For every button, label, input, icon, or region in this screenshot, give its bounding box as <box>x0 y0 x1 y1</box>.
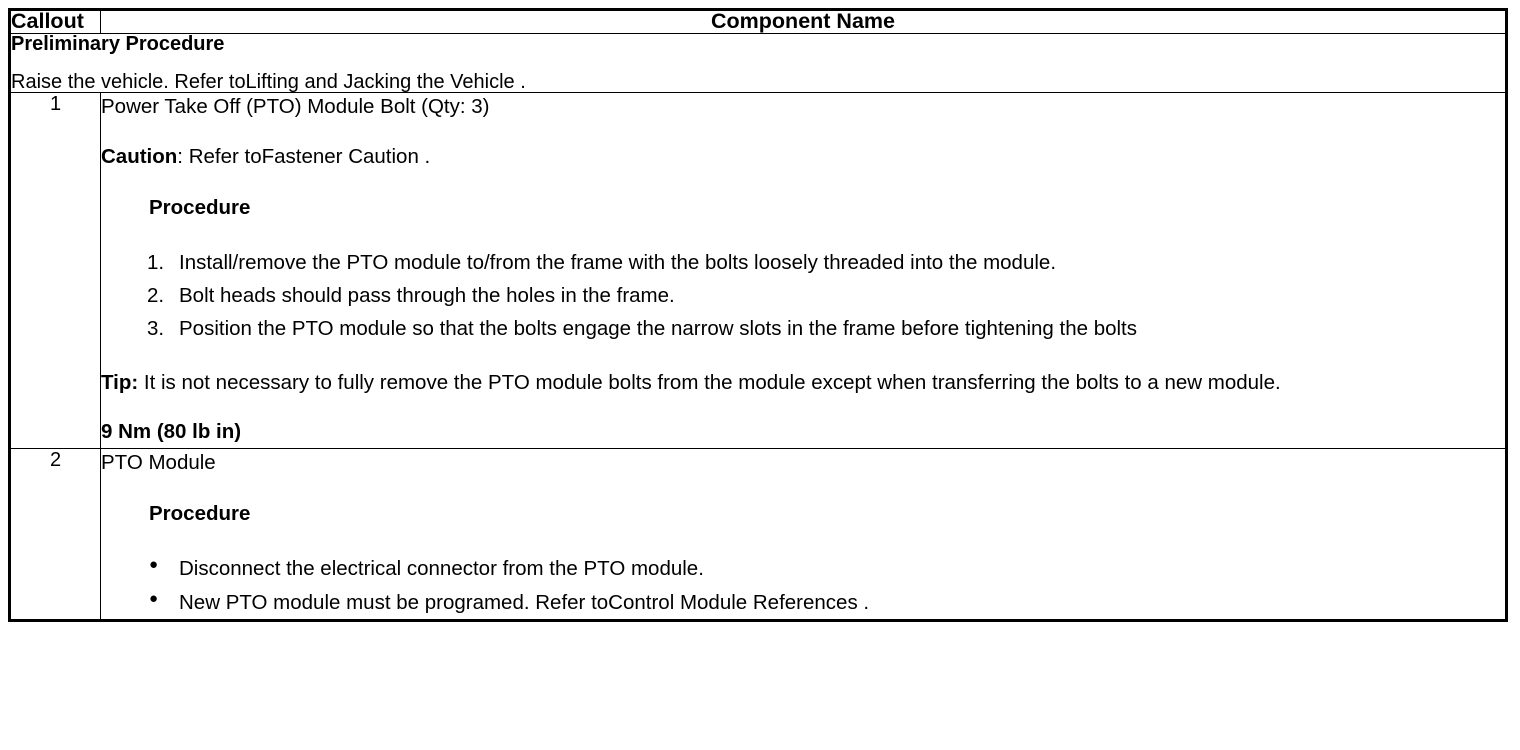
list-item: Install/remove the PTO module to/from th… <box>147 246 1057 279</box>
callout-number: 1 <box>9 91 101 450</box>
table-header-row: Callout Component Name <box>9 9 1507 34</box>
preliminary-procedure-body: Raise the vehicle. Refer toLifting and J… <box>11 70 526 93</box>
list-item: Bolt heads should pass through the holes… <box>147 279 675 312</box>
column-header-component-name: Component Name <box>100 9 1507 34</box>
list-item: Disconnect the electrical connector from… <box>149 552 1505 585</box>
tip-label: Tip: <box>101 370 139 394</box>
preliminary-procedure-cell: Preliminary Procedure Raise the vehicle.… <box>9 32 1507 93</box>
tip-note: Tip: It is not necessary to fully remove… <box>101 370 1505 396</box>
caution-label: Caution <box>101 144 178 168</box>
component-content-cell: Power Take Off (PTO) Module Bolt (Qty: 3… <box>100 91 1507 450</box>
table-row: 2 PTO Module Procedure Disconnect the el… <box>9 448 1507 621</box>
preliminary-procedure-row: Preliminary Procedure Raise the vehicle.… <box>9 32 1507 93</box>
component-procedure-table: Callout Component Name Preliminary Proce… <box>8 8 1508 622</box>
component-content-cell: PTO Module Procedure Disconnect the elec… <box>100 448 1507 621</box>
preliminary-procedure-title: Preliminary Procedure <box>11 32 225 55</box>
list-item: Position the PTO module so that the bolt… <box>147 312 1138 345</box>
caution-note: Caution: Refer toFastener Caution . <box>101 145 1505 169</box>
caution-text: : Refer toFastener Caution . <box>177 144 431 168</box>
table-row: 1 Power Take Off (PTO) Module Bolt (Qty:… <box>9 91 1507 450</box>
component-title: PTO Module <box>101 451 216 475</box>
component-title: Power Take Off (PTO) Module Bolt (Qty: 3… <box>101 94 490 118</box>
procedure-heading: Procedure <box>149 195 251 219</box>
procedure-step-list: Install/remove the PTO module to/from th… <box>101 246 1505 346</box>
column-header-callout: Callout <box>9 9 101 34</box>
tip-text: It is not necessary to fully remove the … <box>138 370 1281 394</box>
callout-number: 2 <box>9 448 101 621</box>
torque-specification: 9 Nm (80 lb in) <box>101 419 242 443</box>
list-item: New PTO module must be programed. Refer … <box>149 586 1505 619</box>
procedure-heading: Procedure <box>149 502 251 526</box>
procedure-bullet-list: Disconnect the electrical connector from… <box>101 552 1505 618</box>
